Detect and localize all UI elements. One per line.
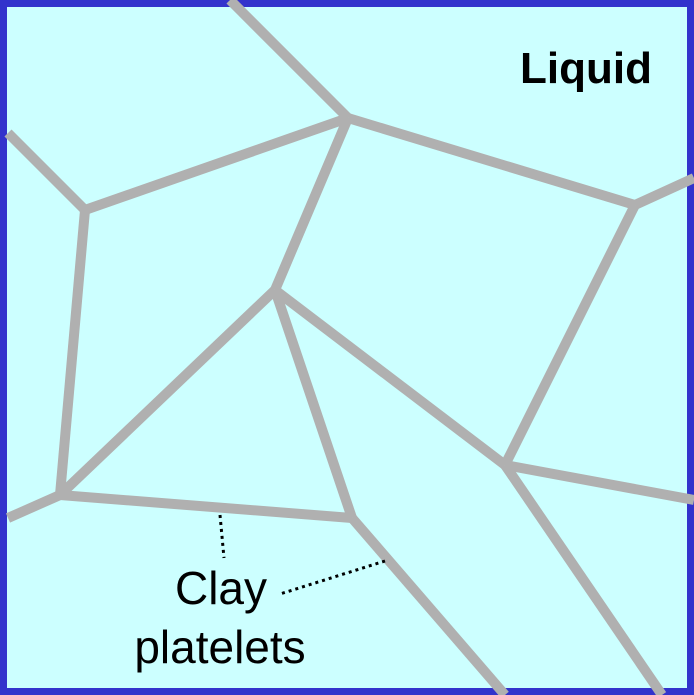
clay-platelet-network — [4, 0, 694, 695]
clay-platelet — [271, 286, 509, 469]
clay-platelet — [59, 490, 353, 523]
clay-platelet — [500, 462, 667, 695]
liquid-label: Liquid — [520, 44, 652, 93]
clay-label: Clay — [175, 562, 267, 614]
clay-platelet — [348, 514, 509, 695]
clay-platelet — [270, 116, 353, 292]
clay-platelet — [500, 202, 640, 468]
clay-platelet — [346, 113, 637, 210]
clay-platelet — [55, 209, 90, 496]
clay-platelet — [270, 288, 357, 520]
clay-platelet — [4, 129, 89, 214]
clay-platelet — [504, 460, 694, 505]
clay-platelet — [226, 0, 352, 122]
clay-platelet — [56, 286, 279, 499]
clay-platelet — [632, 173, 694, 210]
leader-line-left — [218, 514, 226, 559]
clay-platelet — [5, 490, 63, 523]
clay-platelet — [83, 113, 350, 215]
platelets-label: platelets — [134, 621, 305, 673]
leader-line-right — [279, 559, 386, 596]
leader-lines — [218, 514, 386, 596]
